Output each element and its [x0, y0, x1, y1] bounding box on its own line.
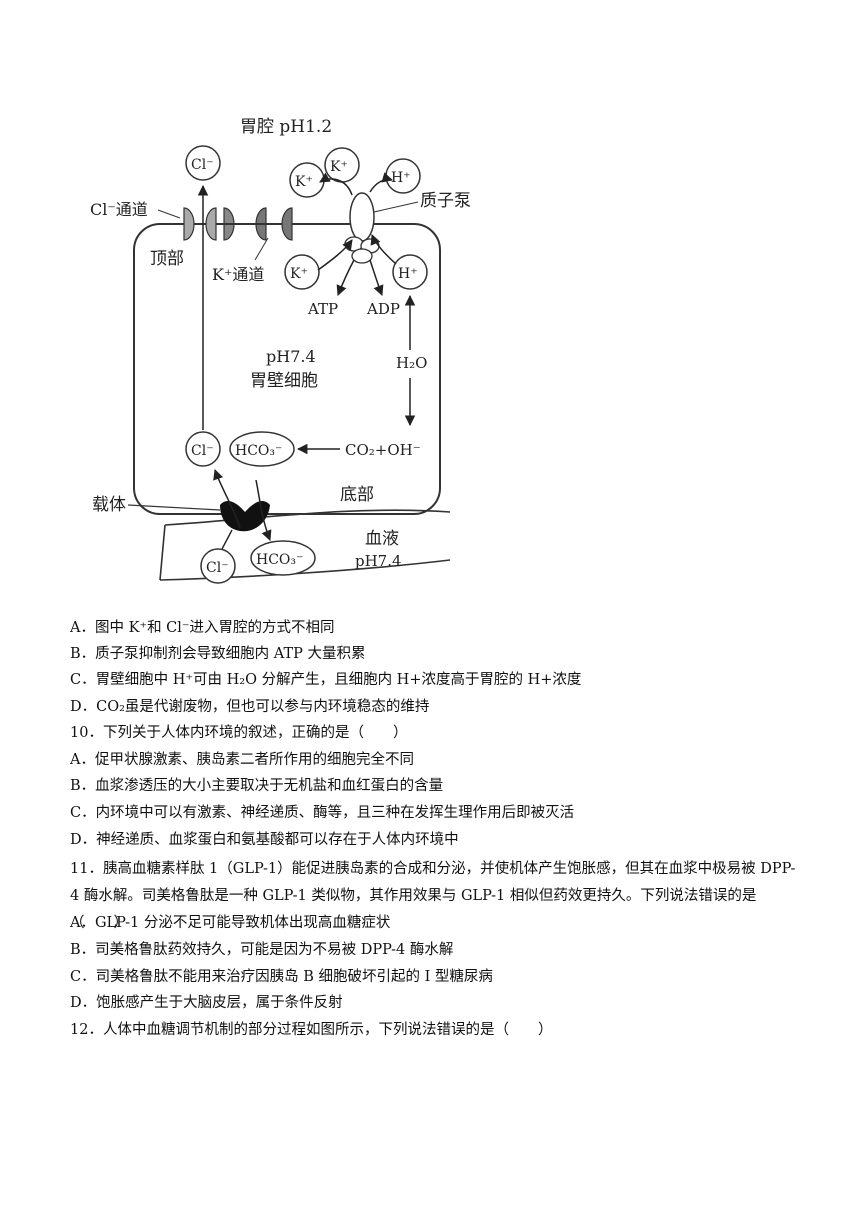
- option-b-q11: B．司美格鲁肽药效持久，可能是因为不易被 DPP-4 酶水解: [70, 942, 454, 958]
- option-a-q9: A．图中 K⁺和 Cl⁻进入胃腔的方式不相同: [70, 620, 335, 636]
- option-b-q10: B．血浆渗透压的大小主要取决于无机盐和血红蛋白的含量: [70, 778, 444, 794]
- ion-k-lumen-2: K⁺: [330, 159, 348, 175]
- option-a-q11: A．GLP-1 分泌不足可能导致机体出现高血糖症状: [70, 915, 391, 931]
- water-label: H₂O: [396, 354, 427, 372]
- co2-oh-label: CO₂+OH⁻: [345, 441, 421, 459]
- atp-label: ATP: [307, 300, 338, 318]
- cl-channel-icon: [183, 207, 195, 241]
- k-channel-label: K⁺通道: [212, 265, 264, 284]
- option-d-q10: D．神经递质、血浆蛋白和氨基酸都可以存在于人体内环境中: [70, 832, 459, 848]
- ion-k-cell: K⁺: [290, 266, 308, 282]
- option-c-q10: C．内环境中可以有激素、神经递质、酶等，且三种在发挥生理作用后即被灭活: [70, 805, 575, 821]
- ion-h-lumen: H⁺: [391, 170, 411, 186]
- ion-cl-cell: Cl⁻: [191, 443, 214, 459]
- k-channel-icon: [281, 207, 293, 241]
- ion-cl-top: Cl⁻: [191, 157, 214, 173]
- adp-label: ADP: [366, 300, 400, 318]
- question-10: 10．下列关于人体内环境的叙述，正确的是（ ）: [70, 725, 408, 741]
- blood-vessel-wall: [164, 509, 451, 526]
- basal-label: 底部: [340, 485, 374, 505]
- gastric-parietal-cell-diagram: 胃腔 pH1.2 Cl⁻ Cl⁻通道 顶部 K⁺通道 K⁺ K⁺ K⁺ H⁺ H…: [90, 117, 471, 584]
- apical-label: 顶部: [150, 249, 184, 269]
- option-c-q9: C．胃壁细胞中 H⁺可由 H₂O 分解产生，且细胞内 H+浓度高于胃腔的 H+浓…: [70, 672, 582, 688]
- blood-label: 血液: [365, 529, 399, 549]
- carrier-label: 载体: [92, 495, 126, 515]
- question-11: 11．胰高血糖素样肽 1（GLP-1）能促进胰岛素的合成和分泌，并使机体产生饱胀…: [70, 861, 796, 931]
- cl-channel-icon: [205, 207, 217, 241]
- option-b-q9: B．质子泵抑制剂会导致细胞内 ATP 大量积累: [70, 646, 366, 662]
- ion-cl-blood: Cl⁻: [206, 560, 229, 576]
- blood-ph-label: pH7.4: [355, 552, 402, 570]
- proton-pump-icon: [349, 192, 375, 242]
- proton-pump-label: 质子泵: [420, 191, 471, 211]
- ion-k-lumen-1: K⁺: [295, 174, 313, 190]
- option-d-q9: D．CO₂虽是代谢废物，但也可以参与内环境稳态的维持: [70, 699, 430, 715]
- ion-h-cell: H⁺: [398, 266, 418, 282]
- ion-circle: [185, 145, 221, 181]
- stomach-lumen-label: 胃腔 pH1.2: [240, 117, 332, 137]
- ion-hco3-cell: HCO₃⁻: [235, 443, 282, 459]
- cell-name-label: 胃壁细胞: [250, 371, 318, 391]
- question-12: 12．人体中血糖调节机制的部分过程如图所示，下列说法错误的是（ ）: [70, 1022, 553, 1038]
- cell-ph-label: pH7.4: [266, 347, 316, 366]
- option-d-q11: D．饱胀感产生于大脑皮层，属于条件反射: [70, 995, 343, 1011]
- ion-hco3-blood: HCO₃⁻: [256, 552, 303, 568]
- cl-channel-label: Cl⁻通道: [90, 200, 148, 219]
- option-a-q10: A．促甲状腺激素、胰岛素二者所作用的细胞完全不同: [70, 752, 414, 768]
- option-c-q11: C．司美格鲁肽不能用来治疗因胰岛 B 细胞破坏引起的 I 型糖尿病: [70, 969, 493, 985]
